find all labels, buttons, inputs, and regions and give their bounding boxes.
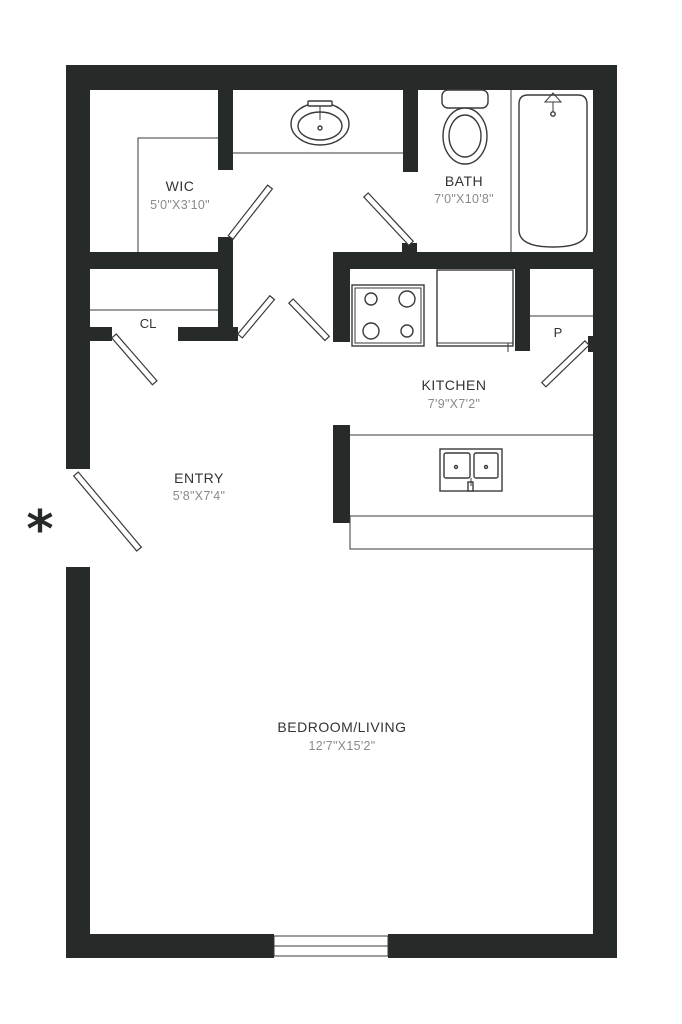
exterior-walls (66, 65, 617, 958)
window (273, 935, 389, 957)
wall-sink-bath-divider (403, 90, 418, 172)
wall-wic-sink-divider (218, 90, 233, 170)
wall-island-end (333, 425, 350, 523)
wall-closet-right (218, 237, 233, 337)
kitchen-door-icon (287, 298, 331, 342)
pantry-label: P (554, 325, 563, 340)
wall-top (66, 65, 617, 90)
wic-dims: 5'0"X3'10" (150, 198, 210, 212)
wall-kitchen-top (333, 252, 593, 269)
wall-left-lower (66, 567, 90, 958)
bathroom-sink-icon (290, 100, 350, 146)
bedroom-living-dims: 12'7"X15'2" (309, 739, 376, 753)
wall-bottom-right (388, 934, 617, 958)
entry-door-icon (72, 471, 143, 552)
bath-label: BATH (445, 173, 483, 189)
closet-label: CL (140, 316, 157, 331)
stove-icon (351, 284, 425, 347)
refrigerator-icon (436, 269, 514, 352)
doors (72, 184, 590, 552)
bath-dims: 7'0"X10'8" (434, 192, 494, 206)
kitchen-sink-icon (439, 448, 503, 492)
wall-wic-bottom (90, 252, 233, 269)
toilet-icon (441, 89, 489, 165)
bathtub-icon (518, 92, 588, 248)
wall-closet-right-stub (178, 327, 238, 341)
kitchen-dims: 7'9"X7'2" (428, 397, 481, 411)
wall-left-upper (66, 65, 90, 469)
wall-pantry-door-stop (588, 336, 594, 352)
wall-right (593, 65, 617, 958)
wall-bath-stub (402, 243, 417, 253)
wall-kitchen-left (333, 252, 350, 342)
kitchen-label: KITCHEN (422, 377, 487, 393)
closet-door-left-icon (110, 333, 158, 386)
pantry-door-icon (540, 339, 590, 388)
bedroom-living-label: BEDROOM/LIVING (277, 719, 406, 735)
wall-bottom-left (66, 934, 274, 958)
entry-dims: 5'8"X7'4" (173, 489, 226, 503)
wall-pantry-left (515, 269, 530, 351)
entry-label: ENTRY (174, 470, 224, 486)
entrance-marker-icon: * (26, 500, 53, 560)
wall-closet-left-stub (90, 327, 112, 341)
room-labels: WIC 5'0"X3'10" BATH 7'0"X10'8" CL P KITC… (140, 173, 563, 753)
bath-door-icon (362, 192, 415, 247)
thin-outlines (90, 90, 593, 550)
interior-walls (90, 90, 594, 523)
closet-door-right-icon (236, 294, 276, 339)
wic-label: WIC (166, 178, 195, 194)
wic-door-icon (227, 184, 274, 241)
